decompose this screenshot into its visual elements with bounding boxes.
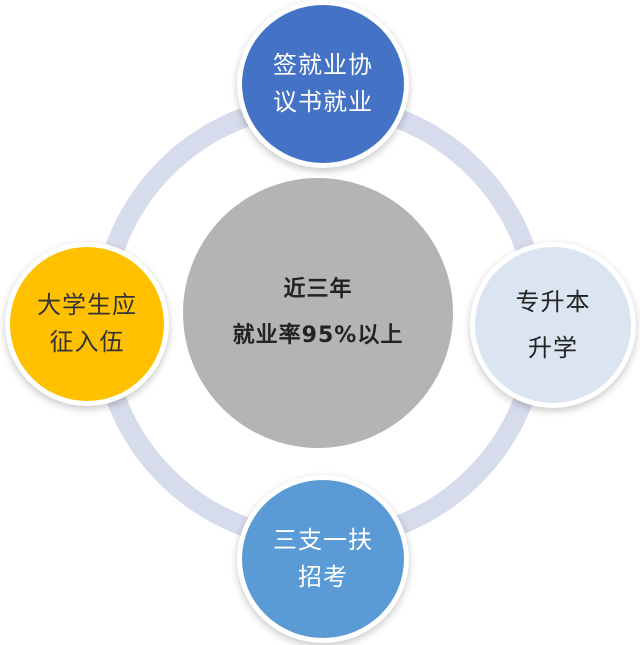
node-bottom-line1: 三支一扶: [273, 526, 373, 554]
center-subtitle: 就业率95%以上: [232, 323, 404, 348]
center-title: 近三年: [283, 277, 353, 302]
node-left-line1: 大学生应: [37, 291, 137, 319]
node-top-line1: 签就业协: [273, 51, 373, 79]
node-bottom-line2: 招考: [298, 563, 348, 591]
node-top-line2: 议书就业: [273, 88, 373, 116]
node-left-line2: 征入伍: [49, 328, 125, 356]
node-military-enlistment: 大学生应 征入伍: [5, 242, 169, 406]
node-employment-agreement: 签就业协 议书就业: [237, 0, 409, 168]
center-circle: 近三年 就业率95%以上: [183, 178, 453, 448]
node-civil-service-exam: 三支一扶 招考: [237, 475, 409, 643]
node-right-line1: 专升本: [515, 288, 591, 316]
node-further-study: 专升本 升学: [470, 242, 636, 408]
node-right-line2: 升学: [528, 334, 578, 362]
